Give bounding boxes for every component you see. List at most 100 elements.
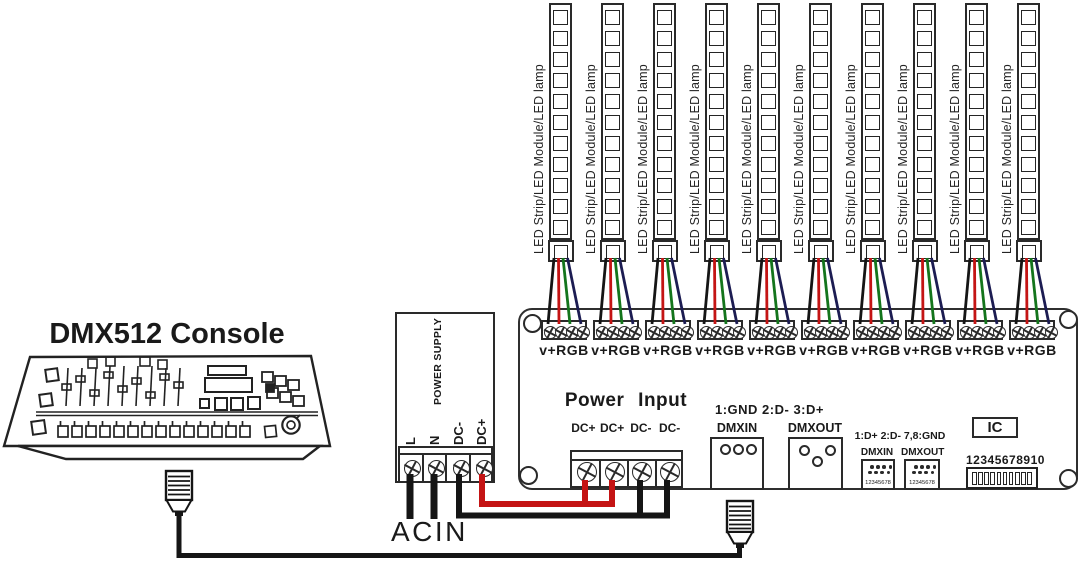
led-module xyxy=(969,94,984,109)
led-module xyxy=(709,52,724,67)
psu-terminal-label-l: L xyxy=(403,437,418,445)
led-module xyxy=(1021,136,1036,151)
rj45-dmxin-label: DMXIN xyxy=(860,447,894,458)
rgb-terminal-block xyxy=(801,320,850,340)
led-module xyxy=(553,220,568,235)
xlr-plug-dmxin xyxy=(725,499,755,548)
rj45-dmxout-connector: 12345678 xyxy=(904,459,940,490)
terminal-label: v+RGB xyxy=(903,342,953,358)
led-module xyxy=(1021,220,1036,235)
led-strip xyxy=(809,3,832,240)
dip-switch-position xyxy=(1021,471,1026,485)
led-module xyxy=(917,178,932,193)
dmxin-label: DMXIN xyxy=(716,421,758,435)
led-module xyxy=(657,157,672,172)
led-module xyxy=(813,94,828,109)
led-module xyxy=(917,31,932,46)
led-module xyxy=(1021,115,1036,130)
led-module xyxy=(657,220,672,235)
led-module xyxy=(969,157,984,172)
rj45-pin-dot xyxy=(886,470,891,474)
led-module xyxy=(657,136,672,151)
rj45-dmxin-connector: 12345678 xyxy=(861,459,895,490)
led-module xyxy=(813,52,828,67)
terminal-label: v+RGB xyxy=(955,342,1005,358)
rj45-pin-dot xyxy=(920,465,924,469)
dmxout-pin-3 xyxy=(812,456,823,467)
terminal-screw xyxy=(732,325,746,339)
led-module xyxy=(761,10,776,25)
led-strip-connector xyxy=(703,240,730,262)
power-input-terminal-block xyxy=(570,450,683,488)
terminal-label: v+RGB xyxy=(799,342,849,358)
led-module xyxy=(865,136,880,151)
led-module xyxy=(1021,199,1036,214)
led-strip xyxy=(861,3,884,240)
mount-hole-bottom-right xyxy=(1059,469,1078,488)
psu-terminal-block xyxy=(398,446,493,483)
rgb-terminal-block xyxy=(645,320,694,340)
led-module xyxy=(553,178,568,193)
led-module xyxy=(709,136,724,151)
led-module xyxy=(813,73,828,88)
led-strip xyxy=(653,3,676,240)
rj45-pin-dot xyxy=(914,465,918,469)
terminal-label: v+RGB xyxy=(643,342,693,358)
led-strip-connector xyxy=(547,240,574,262)
led-module xyxy=(761,94,776,109)
led-strip-connector xyxy=(963,240,990,262)
terminal-label: v+RGB xyxy=(591,342,641,358)
led-module xyxy=(761,157,776,172)
terminal-label: v+RGB xyxy=(747,342,797,358)
led-module xyxy=(709,115,724,130)
dc-label-1: DC+ xyxy=(571,421,596,435)
mount-hole-top-left xyxy=(523,314,542,333)
led-module xyxy=(553,157,568,172)
led-module xyxy=(969,115,984,130)
led-module xyxy=(813,31,828,46)
led-module xyxy=(605,178,620,193)
led-module xyxy=(969,199,984,214)
dip-switch-position xyxy=(996,471,1002,485)
dmxin-pin-1 xyxy=(720,444,731,455)
led-strip-label: LED Strip/LED Module/LED lamp xyxy=(584,64,598,254)
led-module xyxy=(553,73,568,88)
dip-switch xyxy=(966,467,1038,489)
led-strip-connector xyxy=(599,240,626,262)
dip-switch-position xyxy=(1015,471,1020,485)
led-module xyxy=(917,52,932,67)
led-module xyxy=(1021,157,1036,172)
rj45-dmxout-label: DMXOUT xyxy=(901,447,945,458)
rj45-pin-dot xyxy=(880,470,884,474)
led-strip-connector xyxy=(651,240,678,262)
led-module xyxy=(813,199,828,214)
led-module xyxy=(605,199,620,214)
led-module xyxy=(761,220,776,235)
terminal-label: v+RGB xyxy=(539,342,589,358)
led-module xyxy=(709,73,724,88)
led-module xyxy=(865,52,880,67)
led-module xyxy=(917,220,932,235)
led-module xyxy=(553,10,568,25)
terminal-label: v+RGB xyxy=(695,342,745,358)
dmxout-connector xyxy=(788,437,843,490)
led-module xyxy=(865,115,880,130)
rj45-pinout-label: 1:D+ 2:D- 7,8:GND xyxy=(854,430,946,442)
led-strip xyxy=(601,3,624,240)
dmxin-pin-3 xyxy=(746,444,757,455)
rj45-dmxin-pin-numbers: 12345678 xyxy=(865,479,891,486)
terminal-screw xyxy=(1044,325,1058,339)
terminal-screw xyxy=(628,325,642,339)
led-module xyxy=(709,220,724,235)
led-strip-label: LED Strip/LED Module/LED lamp xyxy=(532,64,546,254)
rgb-terminal-block xyxy=(905,320,954,340)
dc-label-2: DC+ xyxy=(599,421,625,435)
rj45-pin-dot xyxy=(876,465,880,469)
led-strip xyxy=(549,3,572,240)
led-module xyxy=(813,245,828,259)
led-strip-label: LED Strip/LED Module/LED lamp xyxy=(688,64,702,254)
dmxout-pin-1 xyxy=(799,445,810,456)
led-strip xyxy=(757,3,780,240)
dip-switch-position xyxy=(990,471,995,485)
led-module xyxy=(1021,10,1036,25)
